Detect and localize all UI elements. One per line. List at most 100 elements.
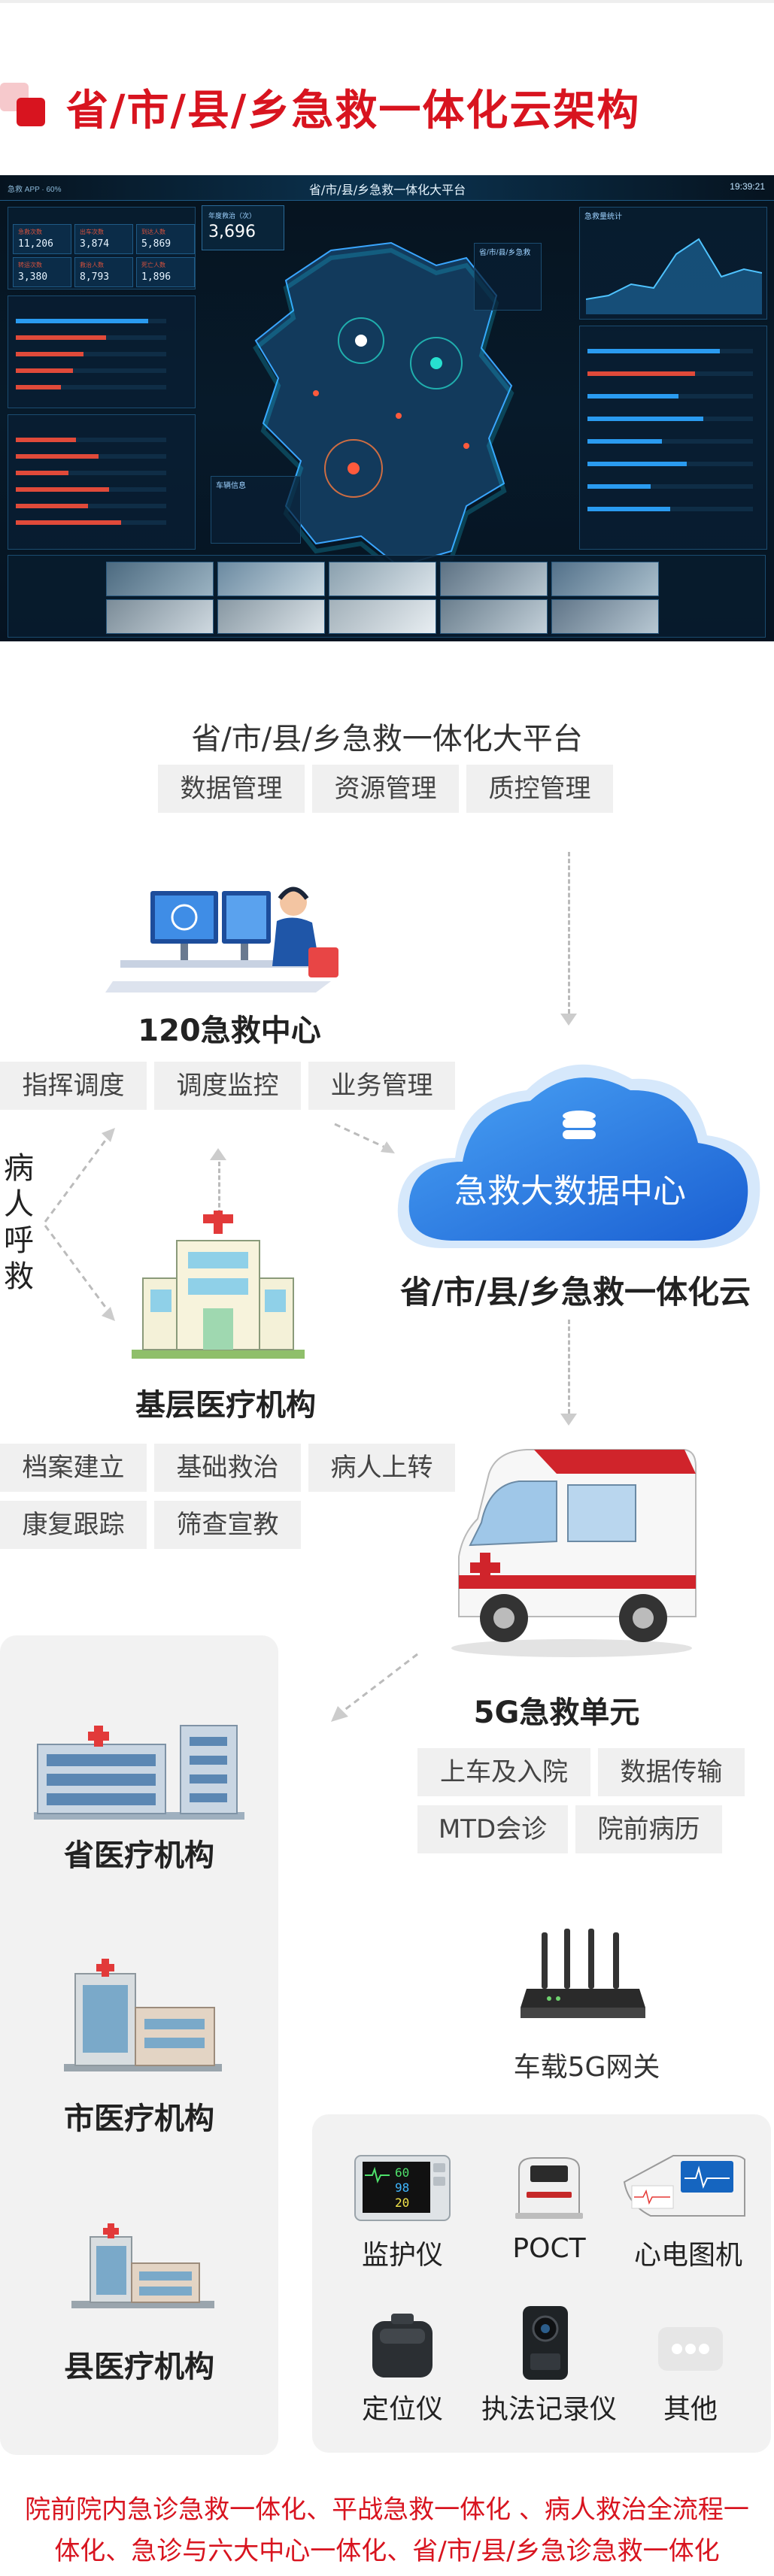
cloud-shape	[408, 1077, 748, 1241]
bar-panel	[8, 295, 196, 408]
province-hospital-illustration	[34, 1725, 244, 1820]
map-hotspot-core	[348, 462, 360, 474]
waveform	[365, 2166, 390, 2184]
poct-base	[515, 2213, 583, 2219]
gateway-body	[521, 1989, 645, 2008]
button	[433, 2177, 445, 2186]
bar-fill	[587, 371, 695, 376]
chip-patient-referral: 病人上转	[308, 1444, 455, 1492]
readout-resp: 20	[395, 2196, 409, 2210]
arrow-to-120	[44, 1135, 111, 1223]
arrow-120-to-cloud	[334, 1123, 395, 1153]
video-thumb[interactable]	[440, 562, 548, 596]
antenna	[542, 1932, 548, 1989]
window-band	[47, 1793, 156, 1805]
stat-card: 转运次数 3,380	[13, 257, 71, 287]
video-monitor-strip	[8, 555, 766, 638]
bar-panel	[8, 414, 196, 550]
map-popup-title: 省/市/县/乡急救	[479, 249, 531, 257]
bar-fill	[16, 368, 73, 373]
bar-track	[16, 471, 166, 475]
chip-quality-management: 质控管理	[466, 765, 613, 813]
bar-track	[16, 454, 166, 459]
bar-fill	[16, 487, 109, 492]
patient-call-char: 救	[4, 1259, 34, 1294]
platform-title: 省/市/县/乡急救一体化大平台	[191, 722, 583, 756]
window-band	[47, 1774, 156, 1786]
trend-panel: 急救量统计	[579, 207, 767, 320]
poct-slot	[527, 2192, 572, 2198]
video-thumb[interactable]	[217, 562, 325, 596]
bar-fill	[587, 394, 678, 399]
dashboard-top-info: 急救 APP · 60%	[8, 186, 62, 194]
cross-h	[88, 1732, 109, 1741]
video-thumb[interactable]	[329, 562, 436, 596]
vehicle-panel: 车辆信息	[211, 476, 301, 544]
map-popup: 省/市/县/乡急救	[474, 243, 542, 311]
window-band	[139, 2271, 192, 2281]
video-thumb[interactable]	[217, 599, 325, 634]
bar-track	[587, 439, 753, 444]
bar-track	[587, 394, 753, 399]
map-dot	[313, 390, 319, 396]
bar-track	[587, 484, 753, 489]
recorder-icon	[523, 2306, 568, 2380]
center-120-title: 120急救中心	[138, 1014, 321, 1048]
chip-data-management: 数据管理	[158, 765, 305, 813]
antenna	[564, 1929, 570, 1989]
monitor-stand	[241, 944, 248, 960]
window-band	[190, 1774, 227, 1784]
video-thumb[interactable]	[106, 562, 214, 596]
device-label-monitor: 监护仪	[361, 2240, 443, 2271]
ground	[132, 1350, 305, 1359]
shadow	[451, 1639, 692, 1657]
top-divider	[0, 0, 774, 3]
video-thumb[interactable]	[106, 599, 214, 634]
side-window	[567, 1484, 636, 1542]
recorder-lens-core	[541, 2324, 550, 2333]
window-band	[139, 2287, 192, 2296]
vehicle-panel-title: 车辆信息	[216, 482, 246, 490]
chip-boarding-admission: 上车及入院	[417, 1748, 590, 1796]
device-label-other: 其他	[663, 2394, 718, 2425]
map-dot	[463, 443, 469, 449]
stat-card: 急救次数 11,206	[13, 224, 71, 254]
stat-value: 3,380	[18, 271, 48, 283]
video-thumb[interactable]	[329, 599, 436, 634]
arrow-tip	[102, 1307, 115, 1321]
map-hotspot-core	[430, 357, 442, 369]
arrow-line	[343, 1653, 418, 1712]
dashboard-header	[0, 175, 774, 201]
ecg-wave	[684, 2165, 730, 2190]
video-thumb[interactable]	[551, 562, 659, 596]
more-icon[interactable]	[658, 2327, 723, 2371]
chip-rehab-tracking: 康复跟踪	[0, 1501, 147, 1549]
bar-fill	[587, 439, 662, 444]
trend-line	[586, 238, 762, 300]
window	[188, 1252, 248, 1268]
bar-fill	[16, 520, 121, 525]
ground	[64, 2064, 222, 2071]
stat-value: 3,874	[80, 238, 110, 250]
stat-value: 8,793	[80, 271, 110, 283]
chip-resource-management: 资源管理	[312, 765, 459, 813]
window-band	[144, 2038, 205, 2048]
stat-label: 转运次数	[18, 262, 42, 268]
video-thumb[interactable]	[551, 599, 659, 634]
cross-v	[214, 1211, 223, 1234]
annual-count-value: 3,696	[208, 223, 256, 241]
chip-prehospital-record: 院前病历	[575, 1805, 722, 1853]
bar-track	[16, 504, 166, 508]
bar-track	[16, 319, 166, 323]
bar-fill	[587, 484, 651, 489]
stat-label: 急救次数	[18, 229, 42, 235]
cross-h	[96, 1964, 114, 1971]
video-thumb[interactable]	[440, 599, 548, 634]
chip-data-transfer: 数据传输	[598, 1748, 745, 1796]
device-label-recorder: 执法记录仪	[481, 2394, 617, 2425]
dispatcher-illustration	[105, 886, 338, 993]
bar-track	[16, 335, 166, 340]
dashboard-time: 19:39:21	[730, 181, 765, 192]
chip-dispatch-monitor: 调度监控	[154, 1062, 301, 1110]
chip-business-management: 业务管理	[308, 1062, 455, 1110]
